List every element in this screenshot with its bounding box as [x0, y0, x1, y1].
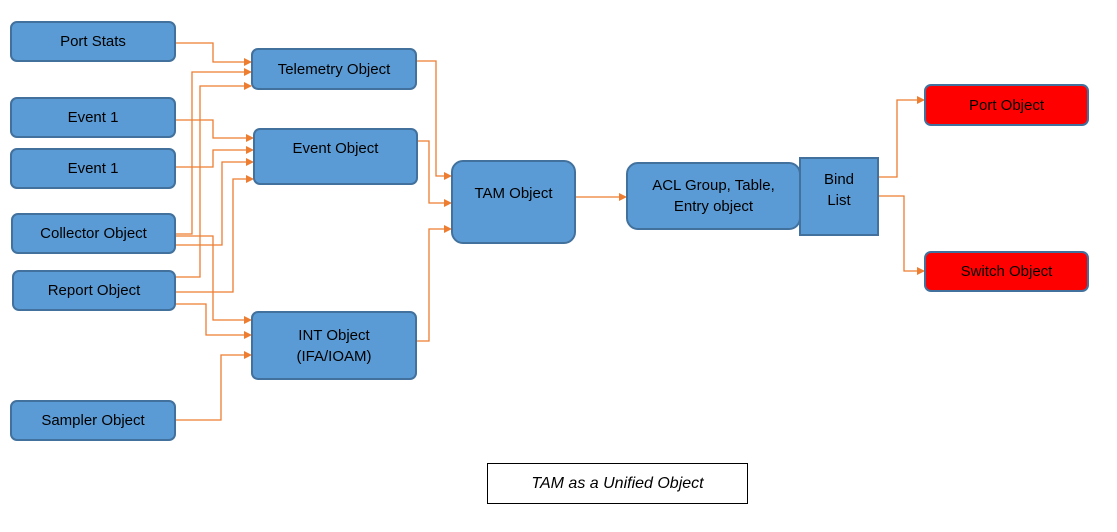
port-object-box: Port Object — [924, 84, 1089, 126]
port-stats-box: Port Stats — [10, 21, 176, 62]
port-object-label: Port Object — [968, 96, 1045, 114]
connector-report-telemetry — [176, 82, 252, 278]
int-object-box: INT Object (IFA/IOAM) — [251, 311, 417, 380]
port-stats-label: Port Stats — [60, 33, 126, 50]
connector-portstats-telemetry — [176, 42, 252, 66]
diagram-caption: TAM as a Unified Object — [487, 463, 748, 504]
bind-list-sublabel: List — [827, 192, 851, 209]
int-object-label: INT Object — [298, 326, 370, 344]
acl-object-box: ACL Group, Table, Entry object — [626, 162, 801, 230]
tam-object-box: TAM Object — [451, 160, 576, 244]
report-object-box: Report Object — [12, 270, 176, 311]
telemetry-object-box: Telemetry Object — [251, 48, 417, 90]
connector-bind-switch — [879, 195, 925, 275]
sampler-object-box: Sampler Object — [10, 400, 176, 441]
report-object-label: Report Object — [47, 282, 141, 299]
connector-int-tam — [417, 225, 452, 342]
event-object-label: Event Object — [292, 140, 379, 157]
connector-report-int — [176, 303, 252, 339]
telemetry-object-label: Telemetry Object — [277, 60, 391, 78]
switch-object-label: Switch Object — [960, 263, 1053, 280]
connector-collector-telemetry — [176, 68, 252, 235]
bind-list-box: Bind List — [799, 157, 879, 236]
connector-collector-event — [176, 158, 254, 246]
connector-telemetry-tam — [417, 60, 452, 180]
event-object-box: Event Object — [253, 128, 418, 185]
tam-object-label: TAM Object — [474, 184, 553, 202]
sampler-object-label: Sampler Object — [41, 412, 145, 429]
event-1-box-second: Event 1 — [10, 148, 176, 189]
connector-event1b-event — [176, 146, 254, 168]
connector-bind-port — [879, 96, 925, 178]
connector-report-event — [176, 175, 254, 293]
bind-list-label: Bind — [823, 171, 855, 188]
int-object-sublabel: (IFA/IOAM) — [296, 347, 372, 365]
collector-object-box: Collector Object — [11, 213, 176, 254]
diagram-caption-text: TAM as a Unified Object — [531, 474, 704, 492]
connector-event-tam — [418, 140, 452, 207]
acl-object-label: ACL Group, Table, — [652, 177, 775, 194]
collector-object-label: Collector Object — [40, 225, 147, 242]
event-1-label: Event 1 — [67, 109, 119, 126]
connector-event1a-event — [176, 119, 254, 142]
event-1-label-second: Event 1 — [67, 160, 119, 177]
switch-object-box: Switch Object — [924, 251, 1089, 292]
event-1-box: Event 1 — [10, 97, 176, 138]
acl-object-sublabel: Entry object — [673, 198, 754, 215]
connector-collector-int — [176, 235, 252, 324]
connector-sampler-int — [176, 351, 252, 421]
